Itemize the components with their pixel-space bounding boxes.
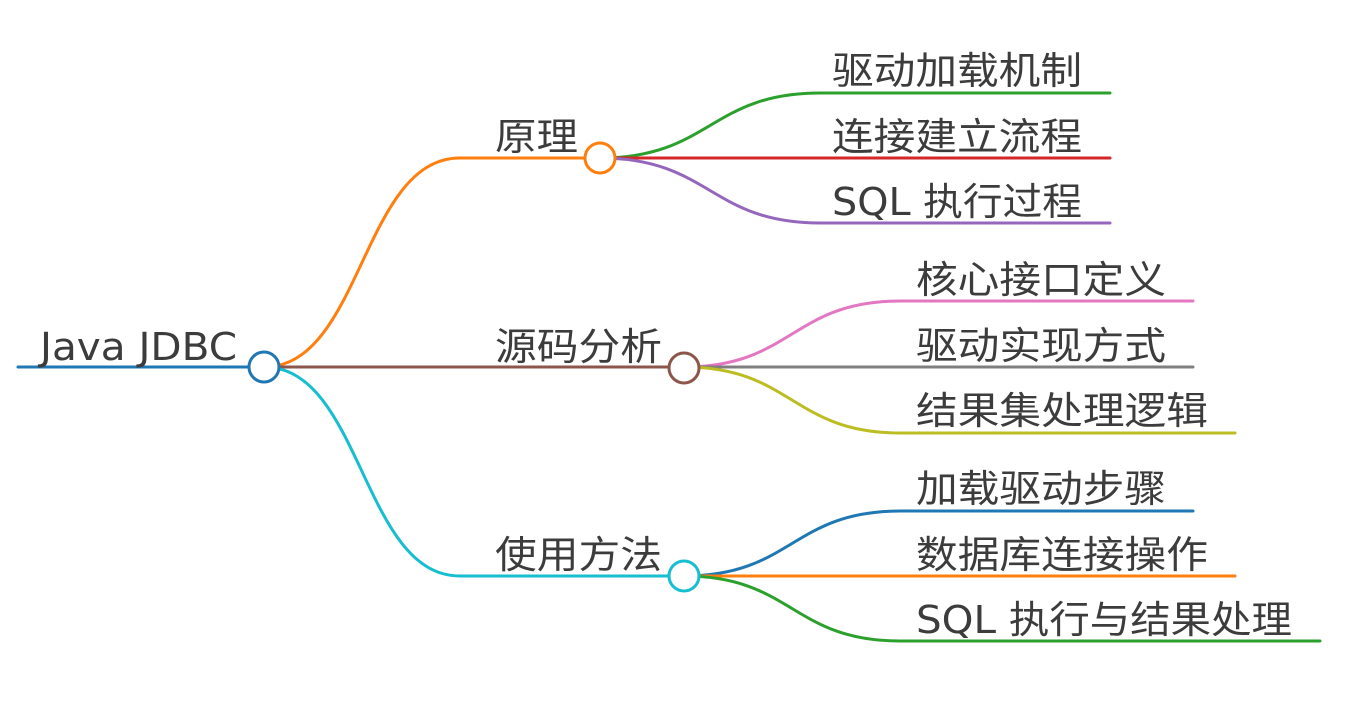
leaf-driver-impl-label: 驱动实现方式 [916, 324, 1166, 368]
edges-layer [16, 91, 1322, 643]
leaf-driver-loading-label: 驱动加载机制 [832, 49, 1082, 93]
branch-usage-toggle[interactable] [667, 559, 701, 593]
branch-source-analysis-toggle[interactable] [667, 351, 701, 385]
edge-usage-to-sql-exec-result [682, 574, 1322, 643]
edge-source-to-core-interfaces [682, 299, 1195, 369]
node-circles-layer [247, 141, 701, 593]
edge-root-to-branch-usage [262, 365, 686, 578]
leaf-sql-execution-label: SQL 执行过程 [832, 180, 1082, 224]
branch-usage-label: 使用方法 [495, 533, 662, 577]
leaf-core-interfaces-label: 核心接口定义 [916, 258, 1166, 302]
labels-layer: Java JDBC 原理 源码分析 使用方法 驱动加载机制 连接建立流程 SQL… [38, 49, 1292, 642]
edge-principle-to-sql-execution [598, 156, 1112, 225]
branch-principle-label: 原理 [495, 115, 578, 159]
edge-source-to-resultset-logic [682, 365, 1237, 435]
branch-principle-toggle[interactable] [583, 141, 617, 175]
edge-root-to-branch-principle [262, 156, 602, 369]
branch-source-analysis-label: 源码分析 [495, 325, 662, 369]
leaf-resultset-logic-label: 结果集处理逻辑 [916, 389, 1208, 433]
leaf-connection-flow-label: 连接建立流程 [832, 115, 1082, 159]
root-label: Java JDBC [38, 325, 237, 369]
edge-principle-to-driver-loading [598, 91, 1112, 160]
root-node-toggle[interactable] [247, 350, 281, 384]
leaf-load-driver-steps-label: 加载驱动步骤 [916, 467, 1166, 511]
leaf-db-connection-label: 数据库连接操作 [916, 533, 1208, 577]
leaf-sql-exec-result-label: SQL 执行与结果处理 [916, 598, 1292, 642]
edge-usage-to-load-driver-steps [682, 509, 1195, 578]
